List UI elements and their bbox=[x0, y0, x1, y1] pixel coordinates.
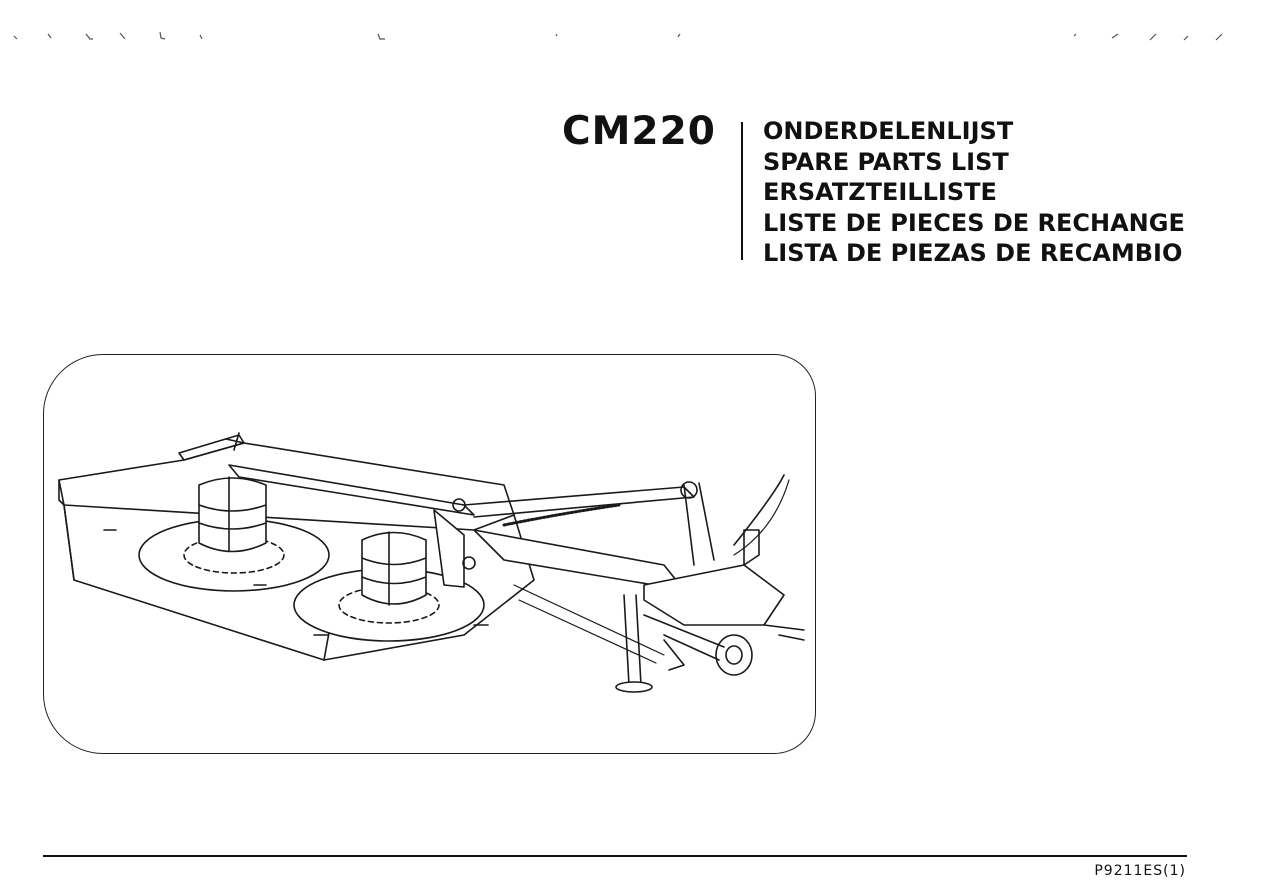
title-dutch: ONDERDELENLIJST bbox=[763, 117, 1014, 145]
model-title: CM220 bbox=[562, 109, 716, 154]
disc-mower-drawing-icon bbox=[58, 432, 805, 693]
document-code: P9211ES(1) bbox=[1094, 863, 1186, 879]
scan-specks bbox=[13, 31, 1223, 41]
title-english: SPARE PARTS LIST bbox=[763, 147, 1009, 176]
title-list: ONDERDELENLIJST SPARE PARTS LIST ERSATZT… bbox=[763, 116, 1185, 269]
title-french: LISTE DE PIECES DE RECHANGE bbox=[763, 208, 1185, 237]
title-spanish: LISTA DE PIEZAS DE RECAMBIO bbox=[763, 239, 1183, 267]
title-german: ERSATZTEILLISTE bbox=[763, 178, 997, 206]
illustration-frame bbox=[43, 354, 816, 754]
footer-rule bbox=[43, 855, 1187, 857]
title-divider bbox=[741, 122, 743, 260]
